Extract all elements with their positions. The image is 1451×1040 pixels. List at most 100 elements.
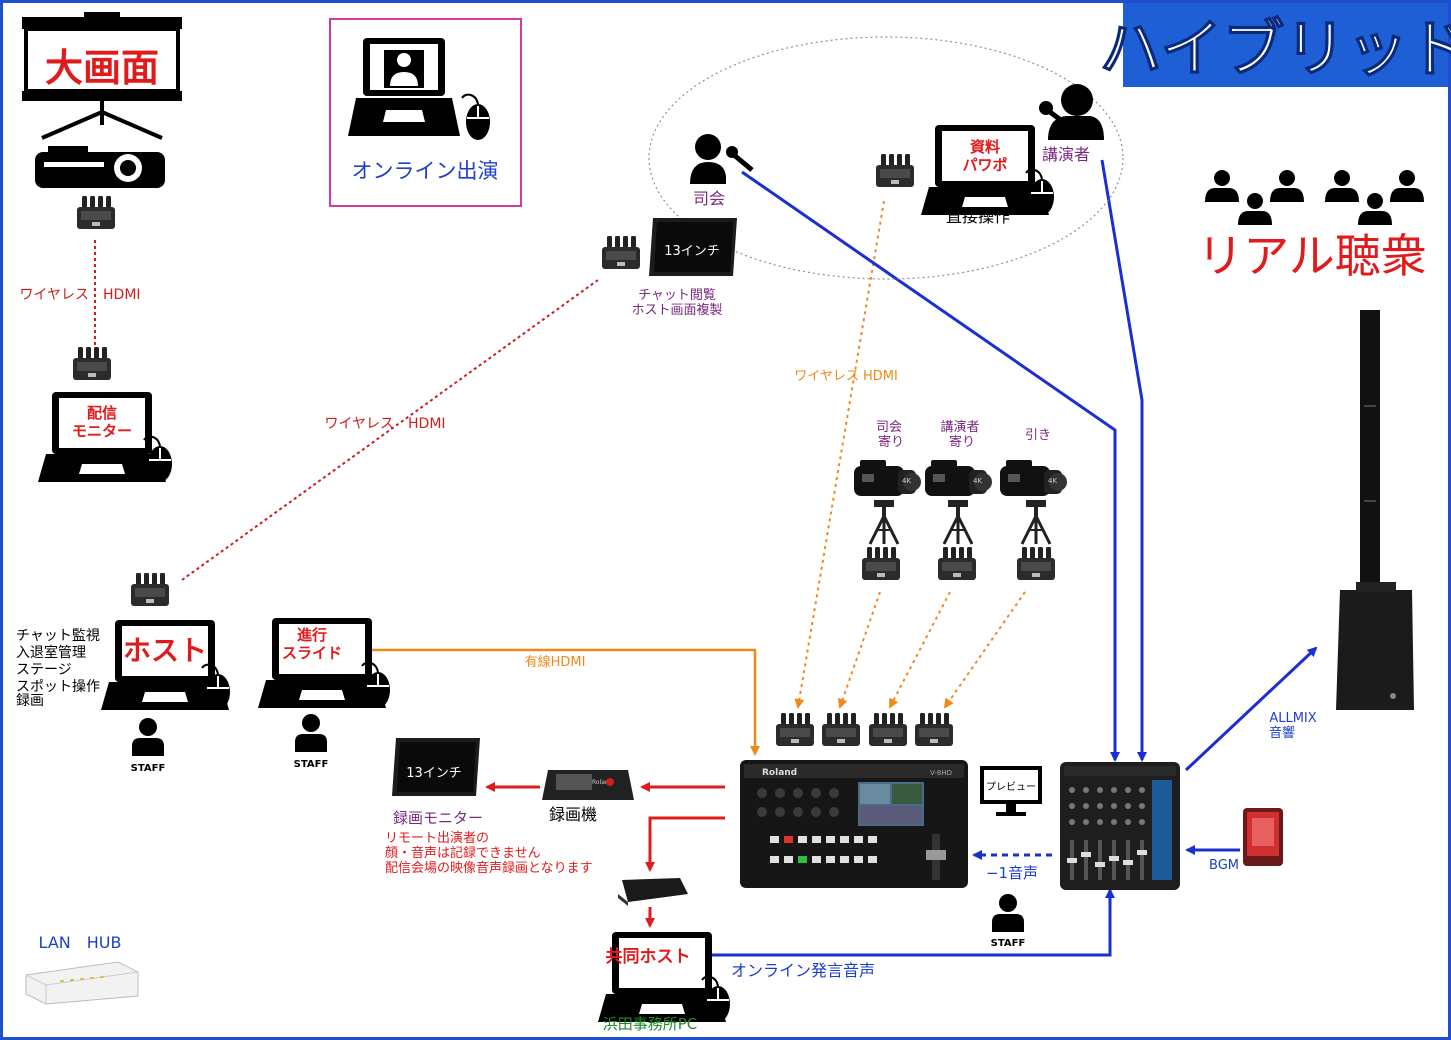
- camera-2-label-1: 講演者: [940, 419, 979, 435]
- mc-label: 司会: [693, 189, 725, 208]
- host-task-1: チャット監視: [16, 627, 100, 644]
- camera-3-badge: 4K: [1048, 477, 1057, 485]
- speaker-audio-link: [1100, 159, 1147, 762]
- progress-screen-1: 進行: [297, 626, 327, 644]
- wireless-label-diag: ワイヤレス HDMI: [324, 416, 445, 432]
- title-banner: ハイブリッド: [1099, 3, 1451, 87]
- mc-person-icon: 司会: [690, 134, 754, 208]
- mixer-staff: STAFF: [991, 894, 1026, 949]
- cohost-caption: 浜田事務所PC: [603, 1015, 698, 1033]
- online-speech-label: オンライン発言音声: [731, 961, 875, 980]
- host-screen-label: ホスト: [123, 634, 207, 667]
- host-laptop: ホスト: [101, 620, 231, 711]
- audience-label: リアル聴衆: [1197, 229, 1427, 283]
- screen-receiver: [77, 196, 115, 229]
- monitor-pc: 配信 モニター: [38, 392, 173, 483]
- rec-monitor-screen: 13インチ: [406, 766, 462, 781]
- projector: [35, 146, 165, 188]
- progress-staff: STAFF: [294, 714, 329, 770]
- host-task-5: 録画: [16, 693, 44, 709]
- rec-note-2: 顔・音声は記録できません: [385, 845, 541, 861]
- monitor-pc-transmitter: [73, 347, 111, 380]
- host-transmitter: [131, 573, 169, 606]
- camera-1-label-1: 司会: [876, 420, 902, 435]
- host-task-4: スポット操作: [16, 679, 100, 695]
- online-speech-link: [695, 888, 1115, 957]
- host-staff: STAFF: [131, 718, 166, 774]
- rec-note-3: 配信会場の映像音声録画となります: [385, 860, 593, 876]
- slides-screen-1: 資料: [970, 138, 1000, 156]
- wireless-link-slides: [794, 200, 885, 709]
- camera-3: 引き 4K: [1000, 428, 1067, 580]
- camera-2-label-2: 寄り: [949, 434, 975, 450]
- pa-speaker: [1336, 310, 1414, 710]
- capture-device: [618, 878, 688, 906]
- monitor-pc-screen-2: モニター: [72, 422, 132, 440]
- mixer-staff-label: STAFF: [991, 938, 1026, 949]
- chat-monitor-caption-1: チャット閲覧: [638, 287, 716, 303]
- progress-slides-laptop: 進行 スライド: [258, 618, 391, 709]
- chat-monitor-receiver: [602, 236, 640, 269]
- cohost-screen-label: 共同ホスト: [606, 947, 691, 967]
- bgm-label: BGM: [1209, 858, 1239, 873]
- camera-2: 講演者 寄り 4K: [925, 419, 992, 580]
- stage-area: [648, 36, 1124, 280]
- switcher-receiver-2: [822, 713, 860, 746]
- wireless-link-chat: [181, 279, 599, 581]
- rec-monitor-notes: リモート出演者の 顔・音声は記録できません 配信会場の映像音声録画となります: [385, 830, 593, 876]
- wired-hdmi-label: 有線HDMI: [525, 654, 586, 670]
- preview-monitor: プレビュー: [980, 766, 1042, 816]
- switcher-receiver-4: [915, 713, 953, 746]
- big-screen-label: 大画面: [45, 46, 159, 90]
- lan-hub: LAN HUB: [25, 933, 139, 1005]
- camera-2-badge: 4K: [973, 477, 982, 485]
- audio-mixer: [1060, 762, 1180, 890]
- recorder-brand: Roland: [592, 779, 613, 786]
- camera-3-label: 引き: [1025, 428, 1051, 443]
- allmix-link: [1184, 646, 1318, 772]
- recording-monitor: 13インチ 録画モニター: [392, 738, 483, 827]
- slides-screen-2: パワポ: [962, 156, 1007, 174]
- mc-audio-link: [741, 170, 1120, 762]
- lan-hub-label: LAN HUB: [39, 933, 122, 952]
- switcher-brand: Roland: [762, 768, 797, 778]
- camera-1: 司会 寄り 4K: [854, 420, 921, 580]
- switcher-to-capture: [645, 816, 725, 872]
- camera-1-badge: 4K: [902, 477, 911, 485]
- wireless-label-mid: ワイヤレス HDMI: [794, 369, 898, 384]
- recorder-label: 録画機: [549, 805, 597, 824]
- progress-screen-2: スライド: [282, 644, 342, 662]
- wireless-link-cam1: [837, 591, 881, 709]
- minus-one-label: −1音声: [986, 864, 1038, 882]
- host-task-2: 入退室管理: [16, 644, 86, 661]
- host-tasks: チャット監視 入退室管理 ステージ スポット操作 録画: [16, 627, 100, 709]
- chat-monitor: 13インチ チャット閲覧 ホスト画面複製: [631, 218, 737, 318]
- recorder-device: Roland 録画機: [542, 770, 634, 824]
- switcher-receiver-3: [869, 713, 907, 746]
- host-staff-label: STAFF: [131, 763, 166, 774]
- direct-op-laptop: 資料 パワポ 直接操作: [921, 125, 1055, 226]
- video-switcher: Roland V-8HD: [740, 760, 968, 888]
- speaker-person-icon: 講演者: [1039, 84, 1104, 164]
- camera-1-label-2: 寄り: [878, 434, 904, 450]
- allmix-label-1: ALLMIX: [1269, 711, 1316, 726]
- progress-staff-label: STAFF: [294, 759, 329, 770]
- wireless-label-left: ワイヤレス HDMI: [19, 287, 140, 303]
- switcher-model: V-8HD: [930, 769, 952, 777]
- rec-monitor-title: 録画モニター: [393, 809, 483, 827]
- chat-monitor-caption-2: ホスト画面複製: [631, 302, 722, 318]
- monitor-pc-screen-1: 配信: [87, 404, 117, 422]
- big-screen: 大画面: [22, 12, 182, 140]
- switcher-receiver-1: [776, 713, 814, 746]
- audience-icons: [1205, 170, 1424, 225]
- online-performer-label: オンライン出演: [352, 159, 499, 183]
- direct-op-label: 直接操作: [946, 207, 1010, 226]
- online-performer-box: オンライン出演: [329, 18, 522, 207]
- music-player: [1243, 808, 1283, 866]
- title-text: ハイブリッド: [1100, 12, 1451, 85]
- wireless-link-cam3: [943, 591, 1026, 709]
- speaker-label: 講演者: [1042, 145, 1090, 164]
